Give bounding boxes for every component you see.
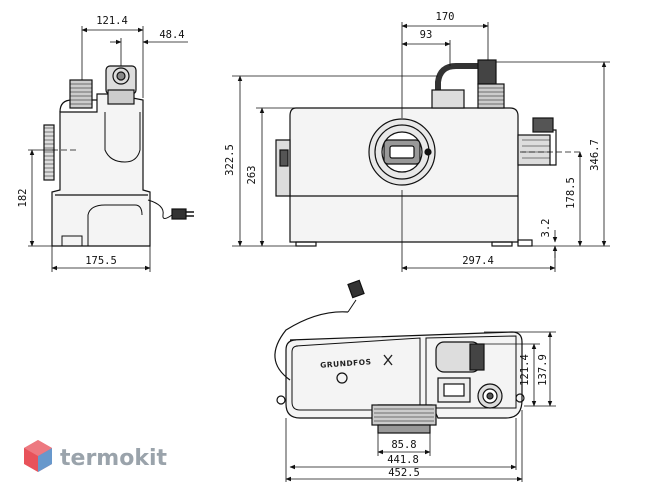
side-width-inlet-label: 48.4 — [159, 29, 184, 41]
side-view-dimensions — [28, 26, 188, 272]
top-view-dimensions — [285, 331, 556, 482]
front-right-height-label: 346.7 — [589, 139, 601, 171]
front-view-dimensions — [232, 22, 610, 272]
top-depth-outer-label: 137.9 — [537, 354, 549, 386]
front-view — [275, 59, 580, 247]
front-base-height-label: 3.2 — [540, 219, 552, 238]
front-body-height-label: 263 — [246, 166, 258, 185]
brand-logo-icon — [383, 354, 393, 366]
brand-label: GRUNDFOS — [320, 357, 372, 370]
top-total-width-label: 452.5 — [388, 467, 420, 479]
side-width-top-label: 121.4 — [96, 15, 128, 27]
top-depth-inner-label: 121.4 — [519, 354, 531, 386]
front-outlet-x-label: 170 — [436, 11, 455, 23]
watermark-logo: termokit — [24, 440, 167, 472]
side-height-label: 182 — [17, 189, 29, 208]
front-inlet-height-label: 178.5 — [565, 177, 577, 209]
side-view — [43, 65, 194, 247]
front-width-label: 297.4 — [462, 255, 494, 267]
top-inner-width-label: 441.8 — [387, 454, 419, 466]
side-width-bottom-label: 175.5 — [85, 255, 117, 267]
top-outlet-dia-label: 85.8 — [391, 439, 416, 451]
top-view — [274, 279, 525, 434]
watermark-text: termokit — [60, 446, 167, 471]
front-inlet-x-label: 93 — [420, 29, 433, 41]
front-total-height-label: 322.5 — [224, 144, 236, 176]
